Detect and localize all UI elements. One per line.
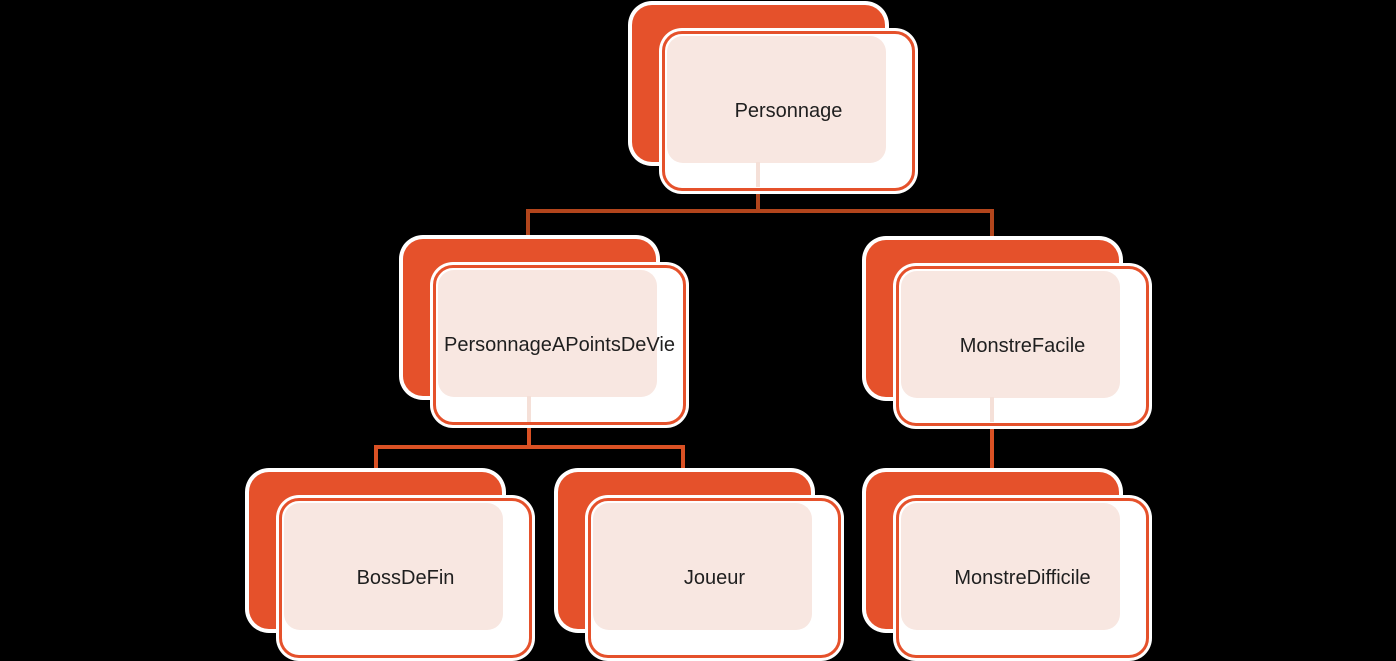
connector-personnageapointsdevie-stub [527,421,531,449]
node-overlap-panel [901,503,1120,630]
connector-level1-horizontal [526,209,994,213]
connector-passthrough-personnageapointsdevie [527,396,531,422]
node-overlap-panel [667,36,886,163]
node-monstre-difficile: MonstreDifficile [866,472,1152,658]
node-overlap-panel [438,270,657,397]
node-label: MonstreDifficile [954,566,1091,589]
node-overlap-panel [284,503,503,630]
connector-level2-horizontal [374,445,685,449]
node-label: PersonnageAPointsDeVie [444,333,675,356]
node-monstre-facile: MonstreFacile [866,240,1152,426]
connector-passthrough-personnage [756,162,760,187]
node-joueur: Joueur [558,472,844,658]
connector-to-joueur [681,445,685,471]
node-label: MonstreFacile [959,334,1086,357]
node-front-card: PersonnageAPointsDeVie [433,265,686,425]
node-overlap-panel [593,503,812,630]
node-label: Joueur [683,566,746,589]
connector-passthrough-monstrefacile [990,397,994,422]
connector-to-monstrefacile [990,209,994,238]
node-personnage: Personnage [632,5,918,191]
node-label: BossDeFin [356,566,455,589]
connector-to-personnageapointsdevie [526,209,530,238]
node-label: Personnage [734,99,843,122]
node-personnage-a-points-de-vie: PersonnageAPointsDeVie [403,239,689,425]
connector-personnage-stub [756,188,760,213]
node-front-card: MonstreFacile [896,266,1149,426]
node-front-card: MonstreDifficile [896,498,1149,658]
connector-to-bossdefin [374,445,378,471]
node-boss-de-fin: BossDeFin [249,472,535,658]
connector-to-monstredifficile [990,421,994,471]
node-front-card: Personnage [662,31,915,191]
node-front-card: BossDeFin [279,498,532,658]
node-overlap-panel [901,271,1120,398]
node-front-card: Joueur [588,498,841,658]
